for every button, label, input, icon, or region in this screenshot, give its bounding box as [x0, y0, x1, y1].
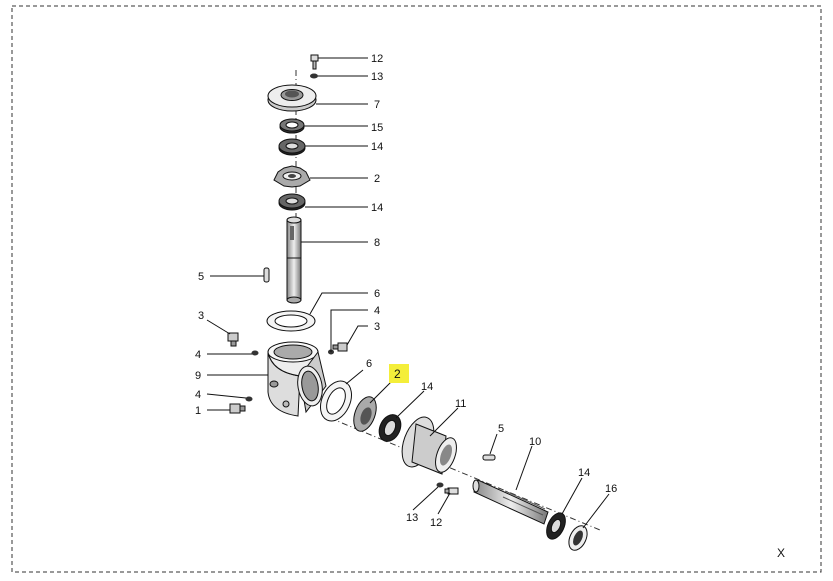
gasket-6-top [266, 310, 316, 332]
selected-part-highlight [389, 364, 409, 383]
horizontal-axis-line [329, 417, 601, 531]
label-8[interactable]: 8 [374, 237, 380, 249]
bearing-14-mid [378, 414, 402, 442]
gasket-6-mid [320, 380, 352, 422]
label-14-a[interactable]: 14 [371, 141, 383, 153]
bevel-gear-2-top [273, 165, 311, 188]
bevel-gear-2-side [353, 396, 377, 432]
label-4-right[interactable]: 4 [374, 305, 380, 317]
label-4-left[interactable]: 4 [195, 349, 201, 361]
washer-4-left-low [245, 396, 253, 402]
label-6-mid[interactable]: 6 [366, 358, 372, 370]
label-3-left[interactable]: 3 [198, 310, 204, 322]
label-10[interactable]: 10 [529, 436, 541, 448]
bearing-15 [279, 118, 305, 134]
part-labels: 12 13 7 15 14 2 14 8 5 6 4 3 3 4 9 4 1 6… [195, 53, 617, 529]
label-14-low[interactable]: 14 [578, 467, 590, 479]
bearing-14-low [546, 512, 566, 540]
plug-1 [229, 403, 246, 414]
seal-16 [568, 525, 588, 551]
label-5-left[interactable]: 5 [198, 271, 204, 283]
cap-7 [267, 84, 317, 112]
label-13-top[interactable]: 13 [371, 71, 383, 83]
label-4-left-low[interactable]: 4 [195, 389, 201, 401]
label-14-mid[interactable]: 14 [421, 381, 433, 393]
washer-13-top [310, 73, 318, 79]
washer-4-left [251, 350, 259, 356]
corner-mark: X [777, 546, 785, 560]
key-5-right [482, 454, 496, 461]
diagram-frame [11, 5, 822, 573]
plug-3-left [227, 332, 239, 347]
bearing-14-a [278, 138, 306, 156]
label-2-top[interactable]: 2 [374, 173, 380, 185]
gearbox-housing-9 [267, 341, 327, 417]
plug-3-right [332, 342, 348, 352]
shaft-8 [286, 216, 302, 304]
label-13-low[interactable]: 13 [406, 512, 418, 524]
label-12-top[interactable]: 12 [371, 53, 383, 65]
bolt-12-low [444, 487, 459, 495]
flange-housing-11 [401, 416, 457, 475]
label-3-right[interactable]: 3 [374, 321, 380, 333]
label-5-right[interactable]: 5 [498, 423, 504, 435]
leader-lines [206, 57, 610, 529]
washer-13-low [436, 482, 444, 488]
label-1[interactable]: 1 [195, 405, 201, 417]
bolt-12-top [310, 54, 319, 70]
label-7[interactable]: 7 [374, 99, 380, 111]
label-15[interactable]: 15 [371, 122, 383, 134]
bearing-14-b [278, 193, 306, 211]
label-16[interactable]: 16 [605, 483, 617, 495]
key-5-left [263, 267, 270, 283]
label-9[interactable]: 9 [195, 370, 201, 382]
label-2-highlighted[interactable]: 2 [394, 367, 401, 381]
label-14-b[interactable]: 14 [371, 202, 383, 214]
label-6-top[interactable]: 6 [374, 288, 380, 300]
label-12-low[interactable]: 12 [430, 517, 442, 529]
label-11[interactable]: 11 [455, 398, 466, 410]
splined-shaft-10 [472, 479, 549, 525]
